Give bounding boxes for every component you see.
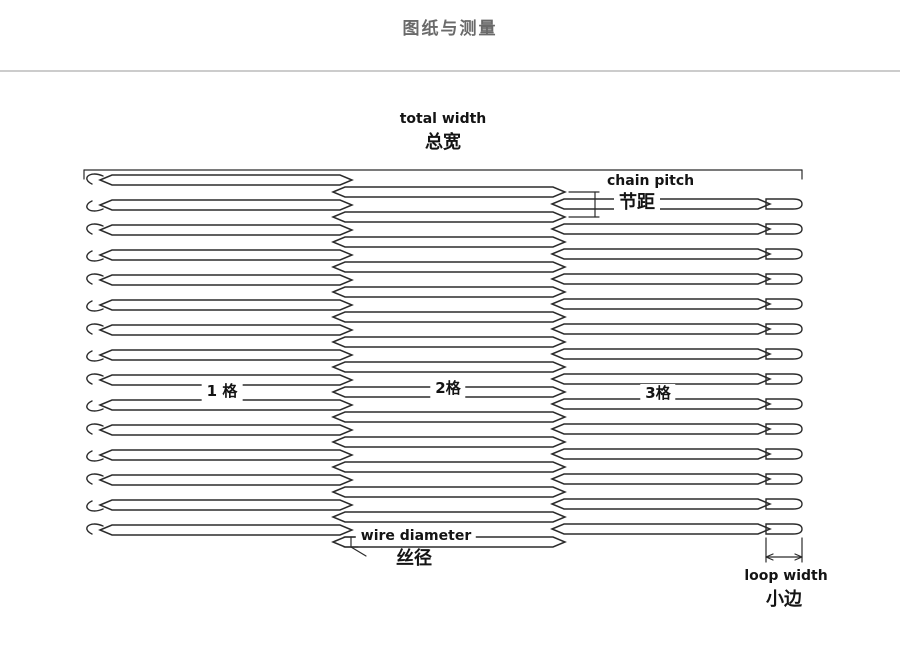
wire-diameter-label-zh: 丝径 xyxy=(391,548,437,571)
chain-pitch-label-zh: 节距 xyxy=(614,192,660,215)
chain-pitch-label-en: chain pitch xyxy=(602,172,700,191)
section-3-label: 3格 xyxy=(640,384,676,404)
wire-diameter-label-en: wire diameter xyxy=(355,527,477,546)
section-2-label: 2格 xyxy=(430,379,466,399)
page-title: 图纸与测量 xyxy=(402,19,498,39)
total-width-label-en: total width xyxy=(394,110,492,129)
header-divider xyxy=(0,70,900,72)
section-1-label: 1 格 xyxy=(201,382,243,402)
total-width-label-zh: 总宽 xyxy=(420,132,466,155)
loop-width-label-zh: 小边 xyxy=(761,589,807,612)
loop-width-label-en: loop width xyxy=(739,567,833,586)
